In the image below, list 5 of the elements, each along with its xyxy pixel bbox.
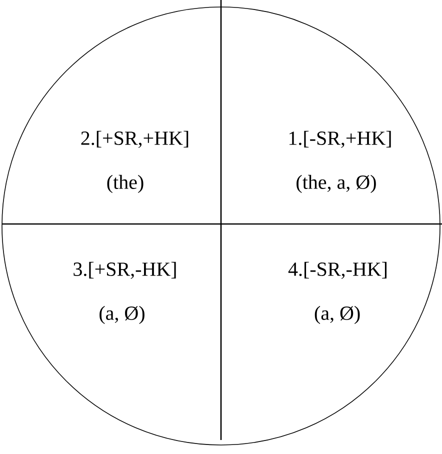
quadrant-label: 1.[-SR,+HK] (the, a, Ø) (289, 130, 391, 194)
quadrant-label: 2.[+SR,+HK] (the) (81, 130, 188, 194)
quadrant-label: 4.[-SR,-HK] (a, Ø) (288, 262, 386, 324)
quadrant-label: 3.[+SR,-HK] (a, Ø) (74, 262, 176, 324)
circle (2, 6, 440, 446)
